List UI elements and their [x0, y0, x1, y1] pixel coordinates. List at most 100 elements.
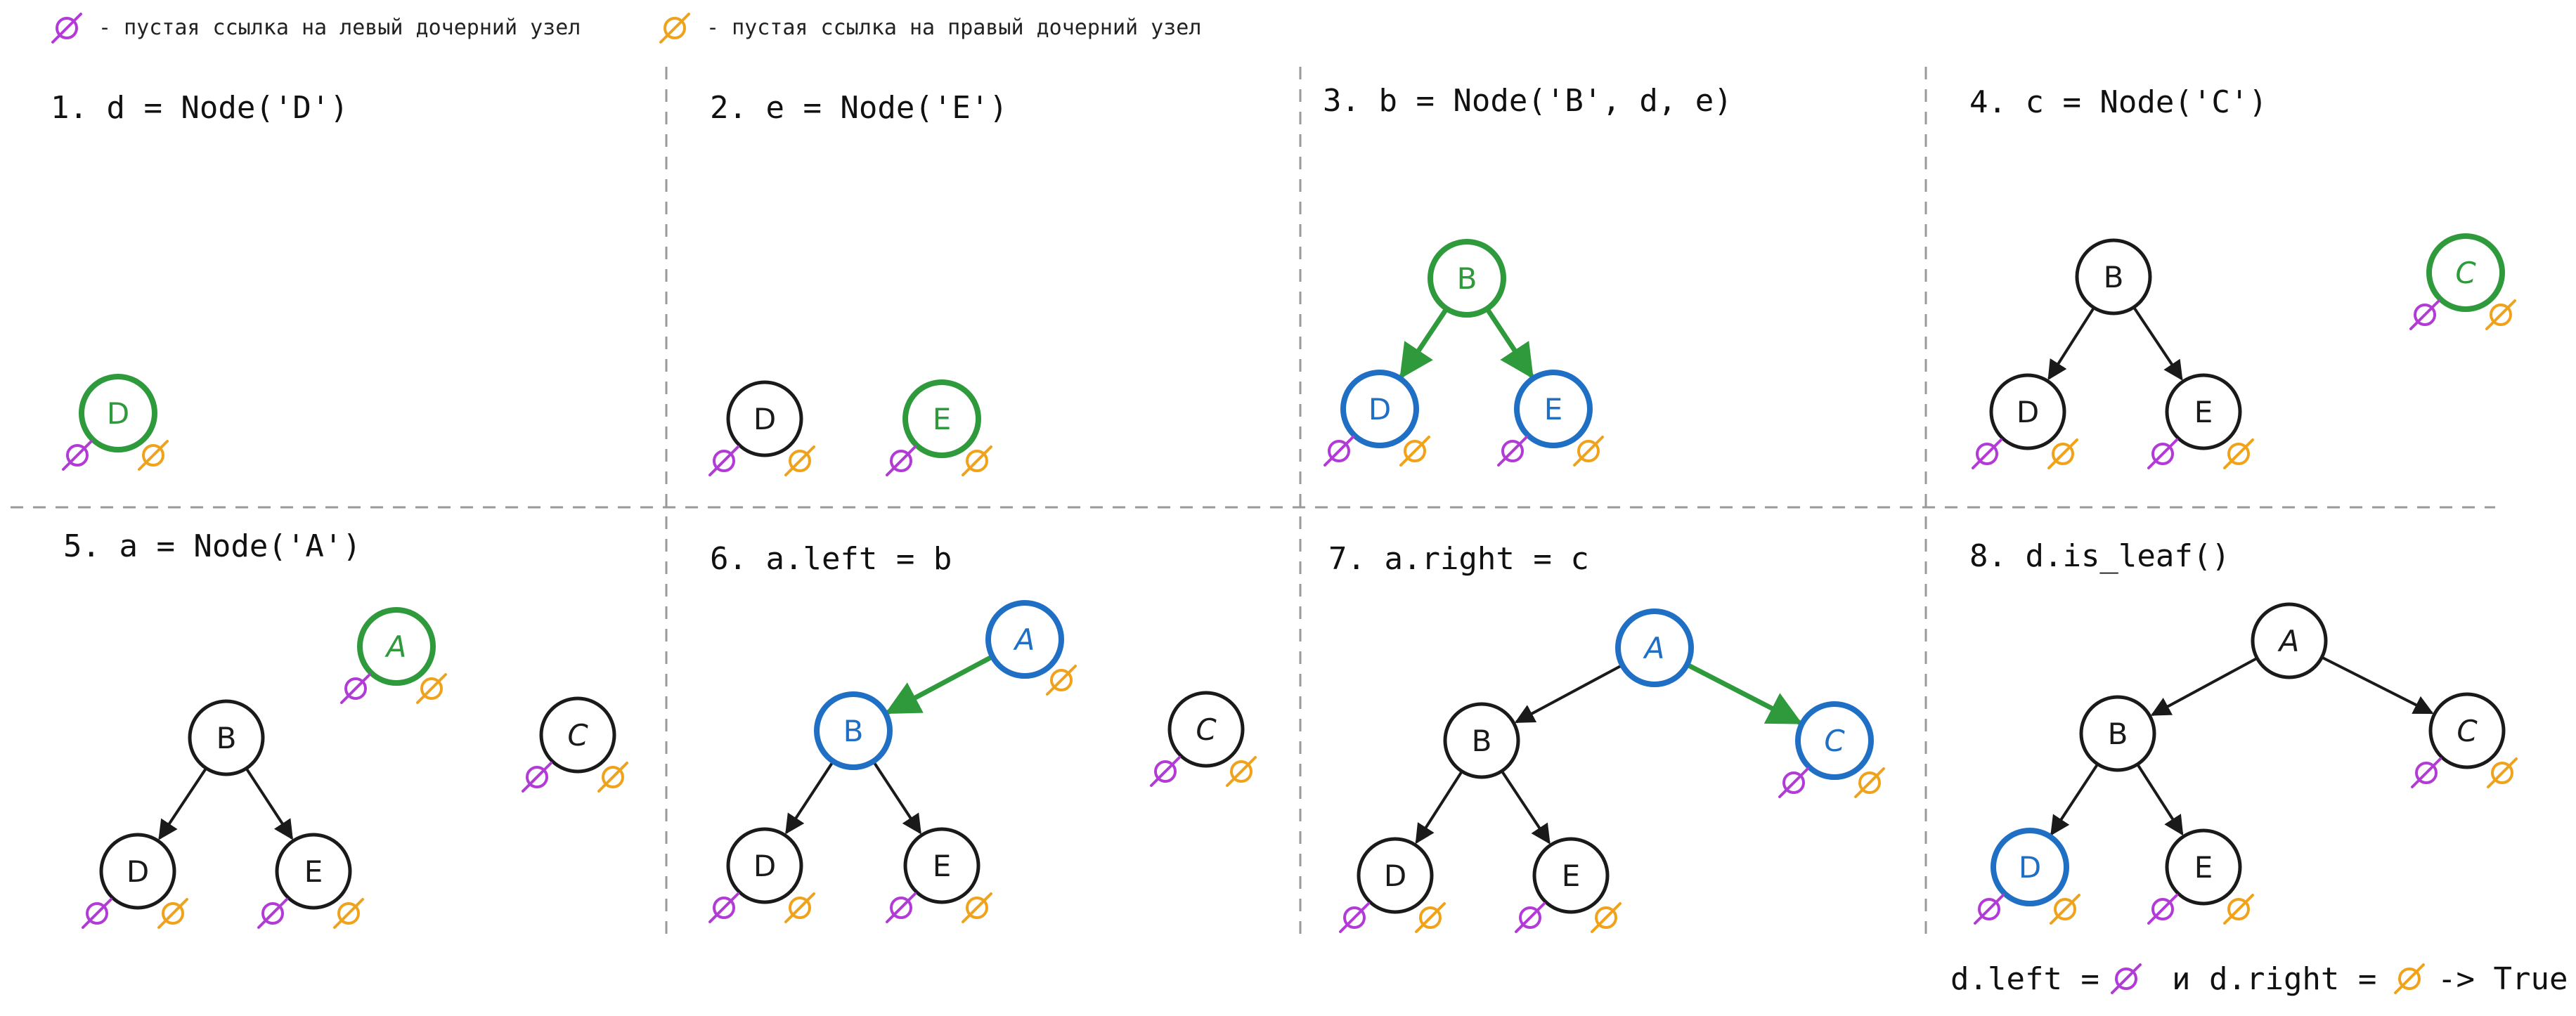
note-left-null-icon-slash	[2111, 963, 2142, 994]
right-null-icon	[602, 766, 624, 788]
legend-right-null-text: - пустая ссылка на правый дочерний узел	[706, 15, 1202, 40]
legend-right-null-icon	[664, 17, 686, 39]
left-null-icon	[344, 677, 367, 700]
left-null-icon-slash	[1515, 902, 1546, 933]
step-caption-8: 8. d.is_leaf()	[1969, 538, 2230, 574]
step-caption-1: 1. d = Node('D')	[51, 90, 349, 126]
node-b	[1443, 702, 1520, 779]
node-d	[726, 827, 803, 904]
right-null-icon-slash	[597, 762, 628, 793]
node-label-c: C	[567, 718, 588, 753]
node-label-b: B	[1457, 261, 1477, 296]
edge	[885, 654, 994, 715]
left-null-icon-slash	[708, 445, 739, 476]
left-null-icon	[1343, 906, 1366, 929]
edge	[1484, 307, 1534, 379]
right-null-icon	[789, 897, 811, 919]
right-null-icon-slash	[1226, 756, 1257, 787]
right-null-icon	[789, 450, 811, 472]
edge	[785, 760, 835, 835]
node-label-d: D	[2017, 395, 2039, 429]
right-null-icon	[1230, 760, 1253, 783]
node-label-b: B	[2104, 260, 2124, 294]
left-null-icon	[713, 897, 735, 919]
left-null-icon-slash	[340, 673, 371, 704]
legend-left-null-text: - пустая ссылка на левый дочерний узел	[98, 15, 581, 40]
right-null-icon	[420, 677, 443, 700]
left-null-icon	[2151, 443, 2174, 465]
left-null-icon	[526, 766, 548, 788]
node-label-e: E	[2194, 395, 2213, 429]
right-null-icon-slash	[333, 898, 364, 929]
right-null-icon	[1858, 771, 1881, 794]
right-null-icon	[1595, 906, 1617, 929]
node-label-a: A	[2277, 624, 2300, 658]
right-null-icon-slash	[1573, 436, 1604, 467]
left-null-icon-slash	[2411, 757, 2442, 788]
left-null-icon	[1154, 760, 1177, 783]
node-c	[1795, 701, 1874, 780]
left-null-icon-slash	[2409, 299, 2440, 330]
left-null-icon-slash	[886, 892, 917, 923]
node-label-e: E	[304, 854, 323, 889]
step-caption-6: 6. a.left = b	[710, 541, 952, 577]
right-null-icon	[162, 902, 184, 925]
node-e	[902, 379, 981, 458]
right-null-icon-slash	[157, 898, 188, 929]
left-null-icon	[2415, 762, 2438, 784]
left-null-icon-slash	[522, 762, 552, 793]
left-null-icon	[1501, 440, 1524, 462]
edge	[2050, 763, 2099, 836]
left-null-icon	[66, 444, 89, 467]
node-e	[1514, 370, 1593, 448]
step-caption-7: 7. a.right = c	[1328, 541, 1589, 577]
left-null-icon-slash	[1778, 767, 1809, 798]
right-null-icon	[1050, 669, 1073, 691]
right-null-icon-slash	[138, 440, 169, 471]
left-null-icon	[1782, 771, 1805, 794]
node-a	[1615, 608, 1694, 687]
right-null-icon-slash	[1046, 665, 1077, 696]
left-null-icon	[1978, 898, 2000, 920]
right-null-icon-slash	[416, 673, 447, 704]
right-null-icon-slash	[1854, 767, 1885, 798]
left-null-icon	[261, 902, 284, 925]
node-d	[726, 380, 803, 457]
left-null-icon-slash	[62, 440, 93, 471]
edge	[158, 767, 207, 840]
node-label-e: E	[1544, 392, 1563, 426]
left-null-icon-slash	[1339, 902, 1370, 933]
right-null-icon	[2490, 304, 2512, 326]
node-label-c: C	[2457, 714, 2478, 748]
right-null-icon-slash	[784, 445, 815, 476]
node-a	[357, 607, 436, 686]
node-e	[903, 827, 980, 904]
left-null-icon	[890, 897, 912, 919]
leaf-note-part1: d.left =	[1950, 961, 2099, 997]
right-null-icon	[142, 444, 164, 467]
node-label-d: D	[127, 854, 149, 889]
right-null-icon-slash	[2487, 757, 2518, 788]
node-b	[2079, 695, 2156, 772]
node-b	[2075, 238, 2152, 315]
node-label-b: B	[843, 714, 864, 748]
node-label-d: D	[1368, 392, 1391, 426]
note-right-null-icon	[2398, 968, 2421, 990]
right-null-icon	[2052, 443, 2074, 465]
edge	[2132, 306, 2183, 381]
node-label-c: C	[1196, 712, 1217, 747]
right-null-icon-slash	[1591, 902, 1622, 933]
node-label-a: A	[1013, 623, 1035, 657]
node-label-e: E	[2194, 850, 2213, 885]
note-right-null-icon-slash	[2394, 963, 2425, 994]
edge	[1514, 663, 1624, 724]
node-d	[79, 374, 157, 452]
node-label-c: C	[1824, 724, 1845, 758]
legend-right-null-icon-slash	[659, 13, 690, 44]
right-null-icon	[2227, 443, 2250, 465]
step-caption-3: 3. b = Node('B', d, e)	[1323, 83, 1733, 119]
node-label-d: D	[753, 849, 776, 883]
node-label-e: E	[933, 849, 952, 883]
node-d	[1989, 373, 2066, 450]
